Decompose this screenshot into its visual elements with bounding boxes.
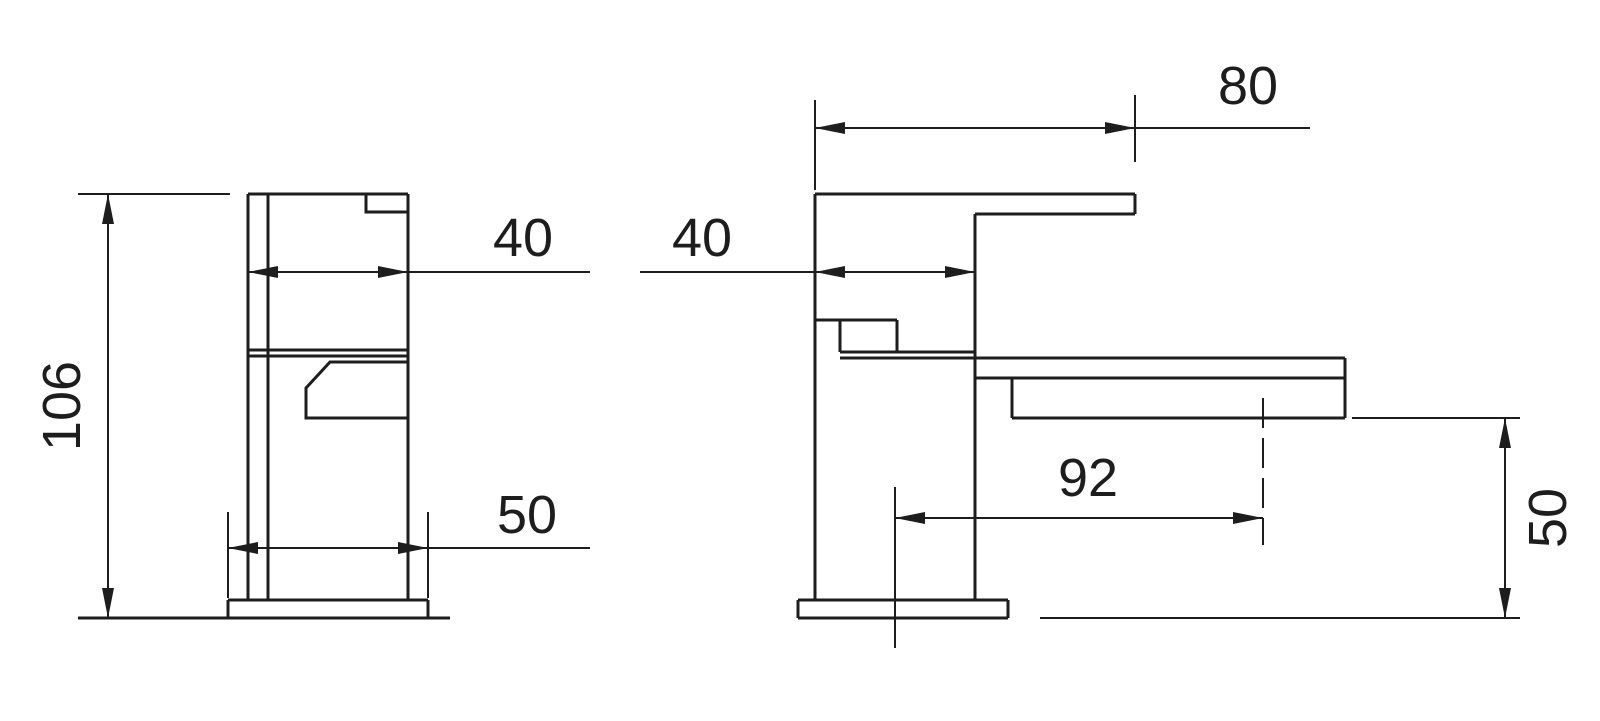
front-body-width-label: 40 — [493, 208, 553, 268]
side-view-outline — [796, 192, 1347, 620]
front-view-dimensions: 106 40 50 — [32, 193, 590, 618]
dimension-side-handle-reach: 80 — [814, 56, 1310, 190]
front-base-width-arrow-right — [398, 542, 428, 554]
side-spout-height-label: 50 — [1518, 488, 1578, 548]
side-spout-reach-arrow-right — [1233, 512, 1263, 524]
dimension-front-body-width: 40 — [248, 208, 590, 278]
front-view-outline — [78, 192, 450, 620]
front-base-width-arrow-left — [228, 542, 258, 554]
dimension-front-height: 106 — [32, 193, 230, 618]
front-handle-step — [364, 194, 408, 214]
side-handle-reach-arrow-left — [815, 122, 845, 134]
side-body-depth-arrow-right — [945, 266, 975, 278]
side-spout-height-arrow-down — [1499, 588, 1511, 618]
front-height-arrow-down — [102, 588, 114, 618]
side-handle-reach-arrow-right — [1105, 122, 1135, 134]
front-height-arrow-up — [102, 194, 114, 224]
side-spout-reach-arrow-left — [895, 512, 925, 524]
side-handle-reach-label: 80 — [1218, 56, 1278, 116]
dimension-side-body-depth: 40 — [640, 208, 975, 278]
side-body-depth-arrow-left — [815, 266, 845, 278]
front-height-label: 106 — [32, 361, 92, 451]
front-body-width-arrow-left — [248, 266, 278, 278]
side-spout-reach-label: 92 — [1058, 448, 1118, 508]
side-body-depth-label: 40 — [672, 208, 732, 268]
dimension-side-spout-reach: 92 — [894, 448, 1263, 648]
dimension-front-base-width: 50 — [227, 485, 590, 598]
side-view-dimensions: 80 40 92 — [640, 56, 1578, 648]
front-base-width-label: 50 — [497, 485, 557, 545]
side-spout-height-arrow-up — [1499, 418, 1511, 448]
front-spout-outline — [304, 360, 408, 420]
dimension-side-spout-height: 50 — [1040, 417, 1578, 619]
front-body-width-arrow-right — [378, 266, 408, 278]
